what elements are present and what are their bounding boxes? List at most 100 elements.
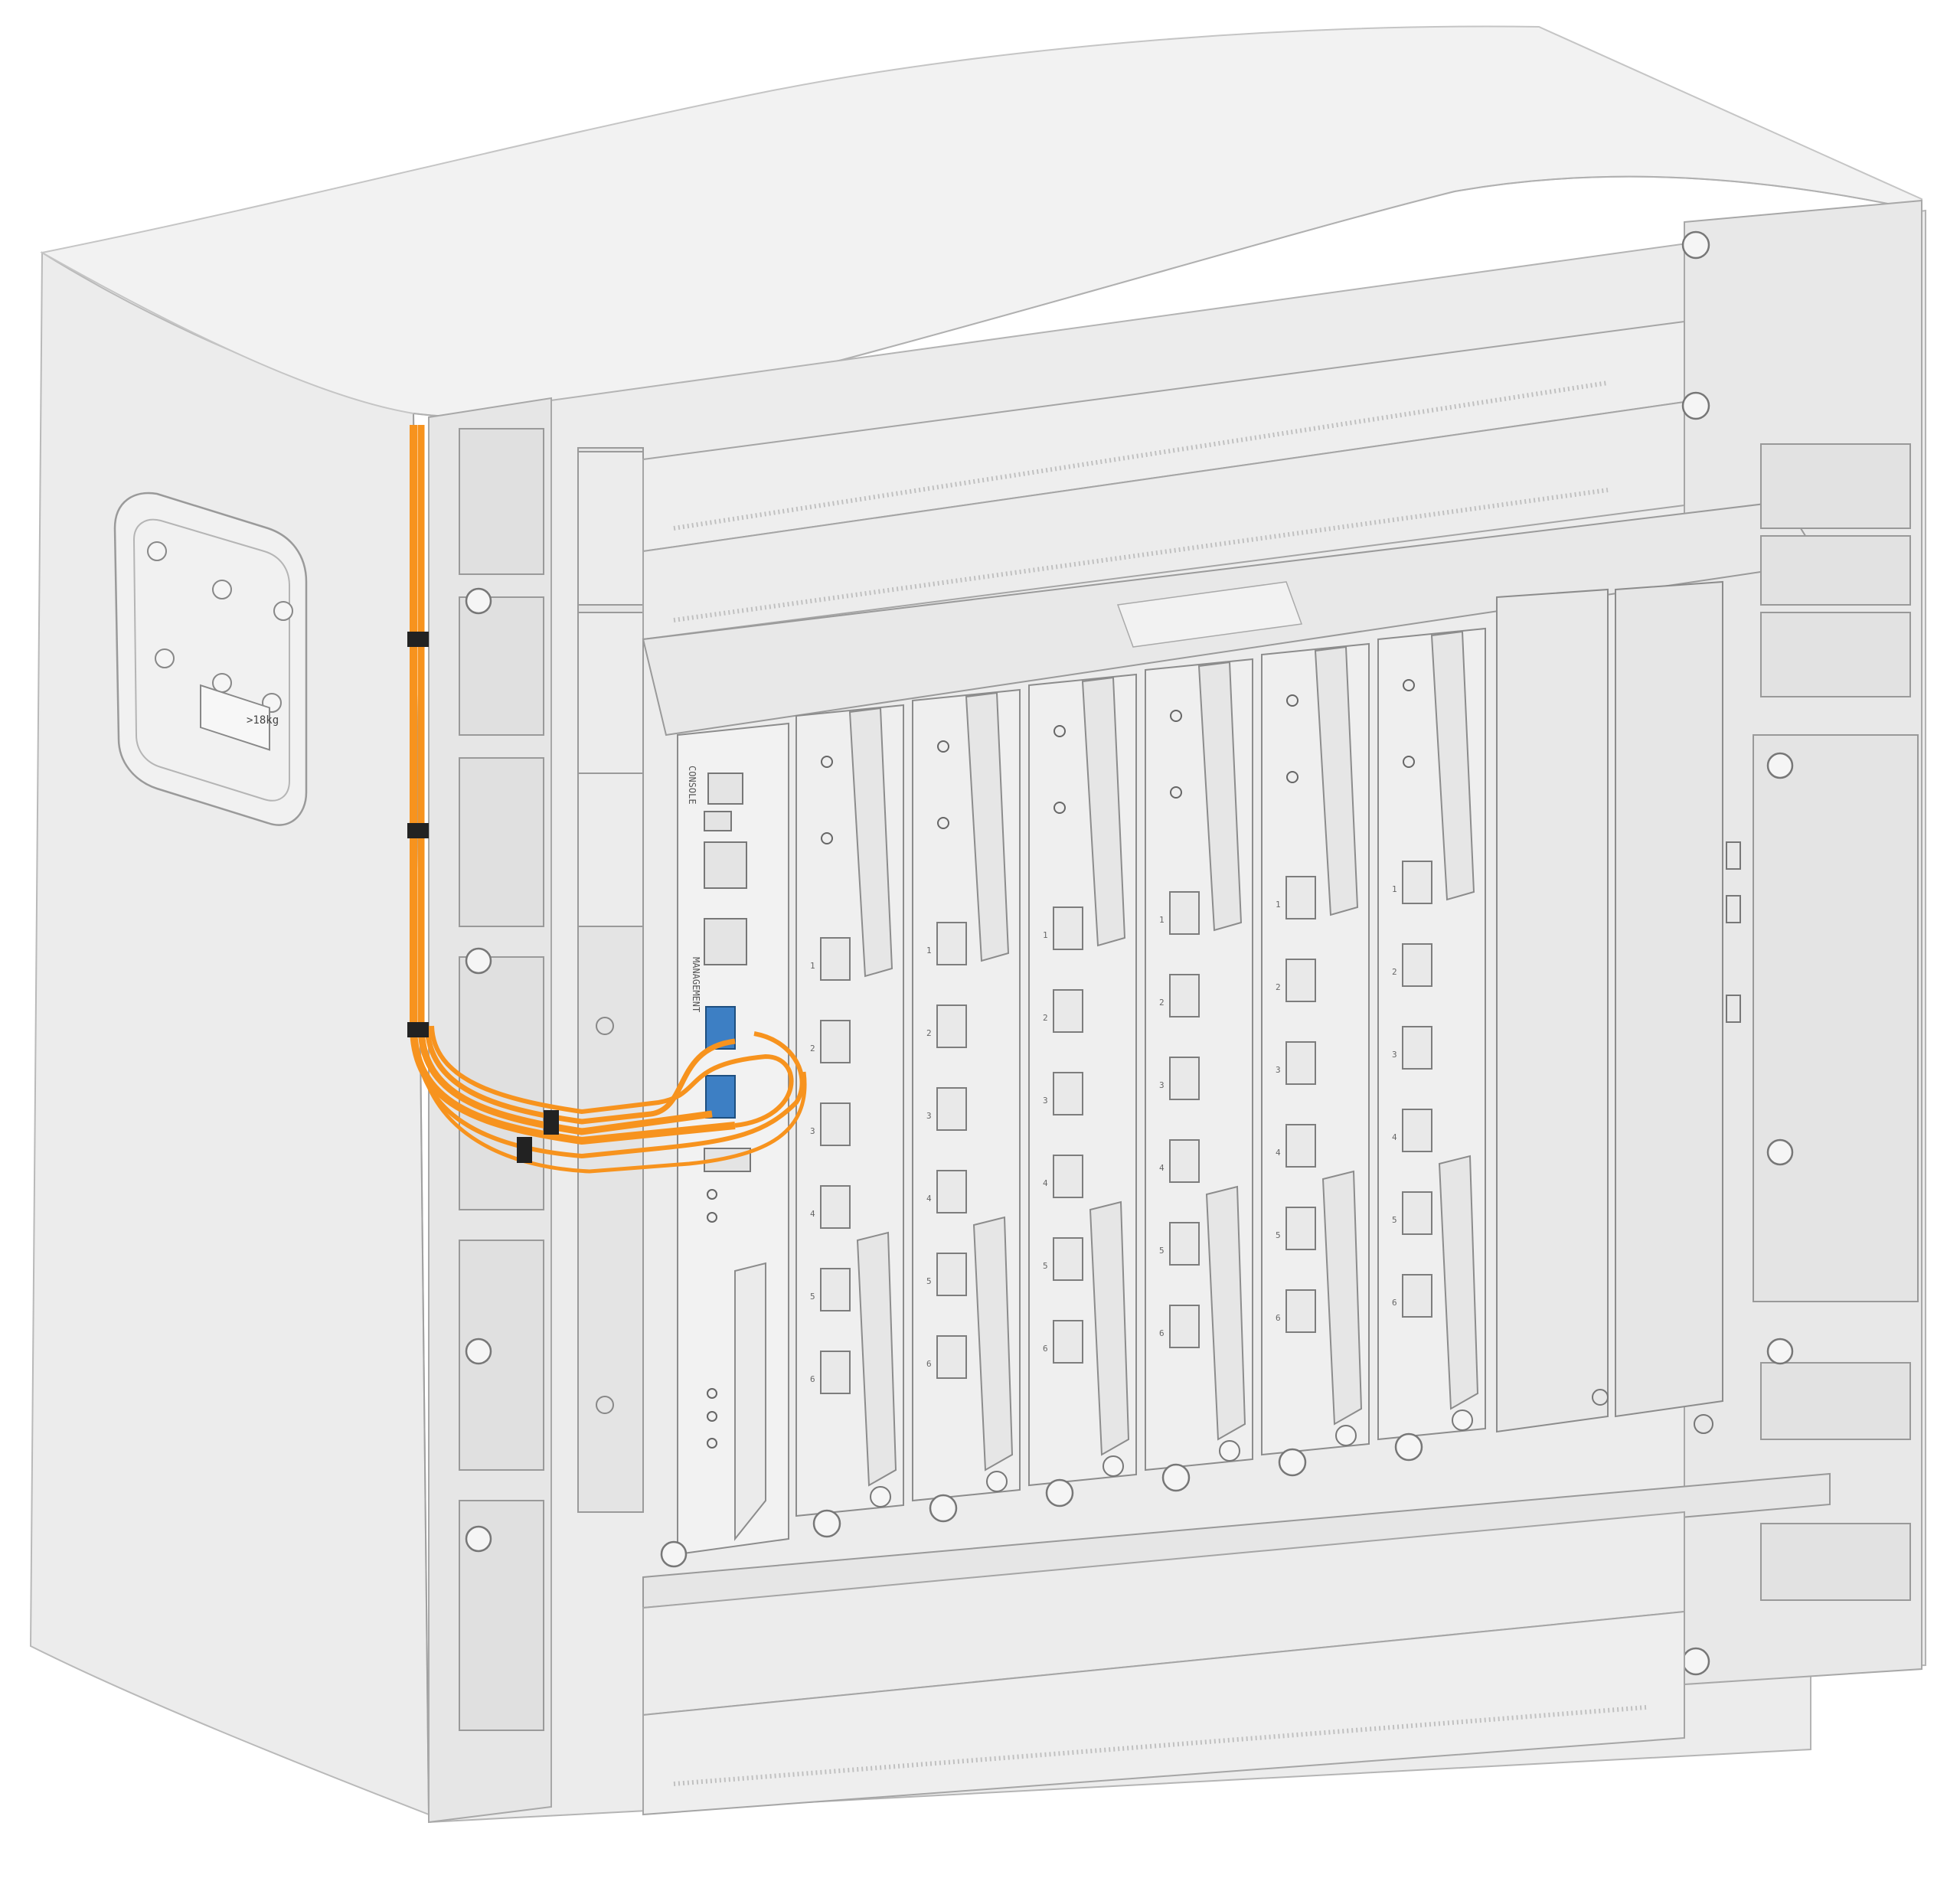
console-port[interactable] [707,773,743,805]
lever-hinge-icon [870,1486,891,1507]
bottom-shelf [642,1472,1831,1816]
port-number-label: 2 [810,1044,815,1053]
usb-port[interactable] [704,811,732,831]
captive-screw-icon[interactable] [1394,1432,1423,1462]
captive-screw-icon[interactable] [1278,1448,1307,1477]
port-number-label: 3 [1392,1050,1397,1060]
port-number-label: 1 [1392,884,1397,894]
ejector-lever[interactable] [965,691,1010,962]
side-handle-plate: >18kg [113,492,308,826]
port-number-label: 1 [810,961,815,971]
status-led-icon [707,1411,717,1422]
port-cage[interactable] [1285,1124,1316,1168]
port-cage[interactable] [1285,959,1316,1002]
ejector-lever[interactable] [856,1231,897,1487]
port-number-label: 6 [1276,1313,1281,1323]
port-cage[interactable] [1169,891,1200,935]
ejector-lever[interactable] [1321,1170,1363,1426]
captive-screw-icon[interactable] [929,1494,958,1523]
ejector-lever[interactable] [1089,1200,1130,1456]
rj45-port-1[interactable] [704,841,747,889]
port-cage[interactable] [1402,1026,1432,1070]
port-cage[interactable] [936,1004,967,1048]
port-cage[interactable] [1169,1305,1200,1348]
port-number-label: 5 [926,1276,932,1286]
warning-tag-text: >18kg [247,714,279,727]
status-led-icon [937,740,949,753]
port-cage[interactable] [1285,1041,1316,1085]
port-number-label: 6 [810,1374,815,1384]
port-cage[interactable] [820,1102,851,1146]
port-number-label: 3 [1276,1065,1281,1075]
lever-hinge-icon [1102,1455,1124,1477]
status-led-icon [707,1438,717,1449]
ejector-screw-icon[interactable] [660,1540,688,1568]
port-cage[interactable] [936,1335,967,1379]
ejector-lever[interactable] [1081,676,1126,947]
ejector-lever[interactable] [972,1216,1014,1472]
captive-screw-icon[interactable] [812,1509,841,1538]
port-cage[interactable] [820,1185,851,1229]
cable-tie-icon [407,1022,429,1037]
captive-screw-icon[interactable] [1045,1478,1074,1507]
port-cage[interactable] [936,1170,967,1213]
cable-tie-icon [407,823,429,838]
status-led-icon [1286,694,1298,707]
port-number-label: 6 [1043,1344,1048,1354]
port-cage[interactable] [1402,943,1432,987]
port-number-label: 4 [1159,1163,1165,1173]
status-led-icon [1170,786,1182,799]
port-number-label: 5 [1392,1215,1397,1225]
fiber-cable-bundle [407,425,807,1174]
ejector-lever[interactable] [1197,661,1243,932]
port-number-label: 3 [926,1111,932,1121]
port-cage[interactable] [1169,1222,1200,1266]
port-cage[interactable] [820,1268,851,1311]
ejector-lever[interactable] [1430,630,1475,901]
ejector-lever[interactable] [848,707,893,978]
port-cage[interactable] [1402,1109,1432,1152]
port-cage[interactable] [936,922,967,965]
status-led-icon [1403,756,1415,768]
port-cage[interactable] [1285,1289,1316,1333]
port-cage[interactable] [1053,989,1083,1033]
ejector-lever[interactable] [734,1262,766,1541]
port-cage[interactable] [1402,861,1432,904]
port-cage[interactable] [936,1253,967,1296]
status-led-icon [821,756,833,768]
port-cage[interactable] [1053,1072,1083,1115]
port-cage[interactable] [820,1351,851,1394]
port-cage[interactable] [1402,1191,1432,1235]
port-cage[interactable] [1402,1274,1432,1318]
port-number-label: 5 [1159,1246,1165,1256]
captive-screw-icon[interactable] [1161,1463,1191,1492]
port-cage[interactable] [936,1087,967,1131]
port-number-label: 5 [810,1292,815,1302]
ejector-lever[interactable] [1205,1185,1246,1441]
status-led-icon [1054,802,1066,814]
port-cage[interactable] [1053,1237,1083,1281]
port-cage[interactable] [820,1020,851,1063]
status-led-icon [707,1388,717,1399]
ejector-lever[interactable] [1314,645,1359,916]
port-number-label: 4 [1392,1132,1397,1142]
port-cage[interactable] [1053,1320,1083,1364]
port-cage[interactable] [1169,1057,1200,1100]
port-cage[interactable] [820,937,851,981]
lever-hinge-icon [1335,1425,1357,1446]
port-cage[interactable] [1169,974,1200,1017]
ejector-lever[interactable] [1438,1155,1479,1410]
port-cage[interactable] [1285,1207,1316,1250]
port-cage[interactable] [1053,1155,1083,1198]
rj45-port-2[interactable] [704,918,747,965]
port-cage[interactable] [1285,876,1316,920]
rail-screw-icon [465,947,492,975]
port-number-label: 4 [810,1209,815,1219]
port-number-label: 2 [926,1028,932,1038]
port-cage[interactable] [1169,1139,1200,1183]
port-cage[interactable] [1053,906,1083,950]
port-number-label: 1 [1043,930,1048,940]
